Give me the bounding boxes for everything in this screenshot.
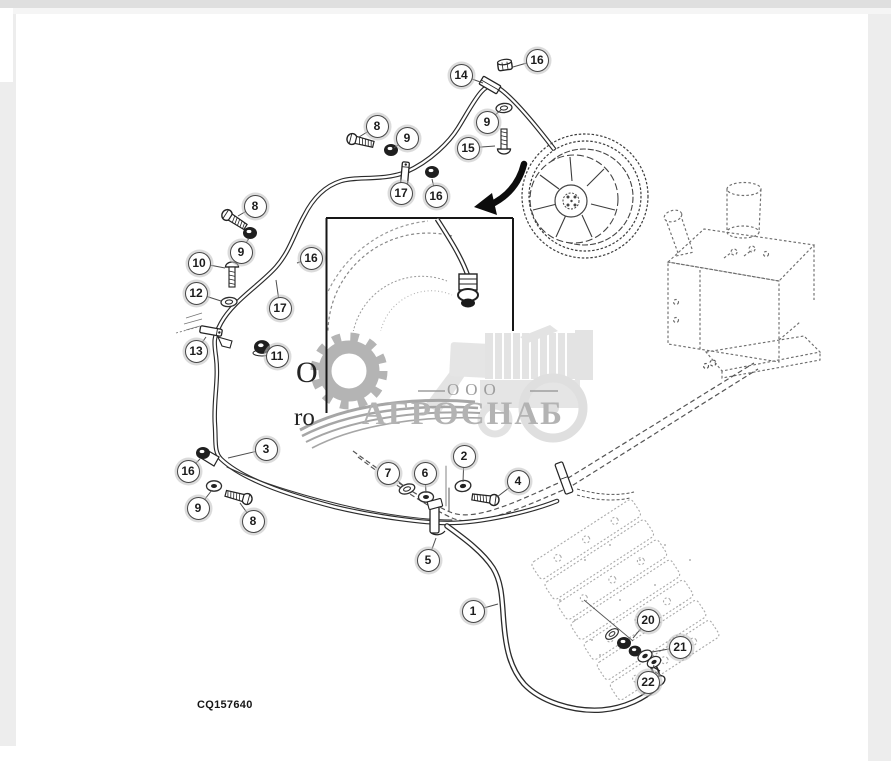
callout-17: 17 xyxy=(389,181,413,205)
gear-icon xyxy=(310,332,388,410)
callout-9: 9 xyxy=(229,240,253,264)
callout-2: 2 xyxy=(452,444,476,468)
fasteners-and-clamps xyxy=(196,57,666,687)
left-margin-notch xyxy=(0,8,13,82)
callout-16: 16 xyxy=(525,48,549,72)
callout-9: 9 xyxy=(475,110,499,134)
callout-8: 8 xyxy=(243,194,267,218)
callout-1: 1 xyxy=(461,599,485,623)
callout-13: 13 xyxy=(184,339,208,363)
callout-16: 16 xyxy=(176,459,200,483)
callout-20: 20 xyxy=(636,608,660,632)
callout-6: 6 xyxy=(413,461,437,485)
drawing-number: CQ157640 xyxy=(197,699,253,711)
callout-11: 11 xyxy=(265,344,289,368)
detail-arrow xyxy=(474,160,528,215)
suction-clamp xyxy=(554,461,574,495)
callout-12: 12 xyxy=(184,281,208,305)
callout-9: 9 xyxy=(395,126,419,150)
callout-9: 9 xyxy=(186,496,210,520)
cropped-text-fragment-1: O xyxy=(296,356,318,389)
callout-3: 3 xyxy=(254,437,278,461)
detail-inset-box xyxy=(326,217,514,341)
frame-cut-hatching xyxy=(175,312,203,334)
top-border-band xyxy=(0,0,891,8)
fan-pulley xyxy=(521,133,649,259)
callout-16: 16 xyxy=(299,246,323,270)
callout-8: 8 xyxy=(241,509,265,533)
callout-8: 8 xyxy=(365,114,389,138)
callout-15: 15 xyxy=(456,136,480,160)
top-highlight-band xyxy=(0,8,891,14)
callout-21: 21 xyxy=(668,635,692,659)
callout-22: 22 xyxy=(636,670,660,694)
watermark-ooo-text: ООО xyxy=(447,380,502,399)
leaf-spring-icon xyxy=(299,398,483,449)
watermark-company-text: АГРОСНАБ xyxy=(361,396,564,432)
cropped-text-fragment-2: ro xyxy=(294,404,315,431)
hose-clamp-5 xyxy=(426,497,446,536)
callout-7: 7 xyxy=(376,461,400,485)
hydraulic-tank xyxy=(663,181,822,379)
callout-17: 17 xyxy=(268,296,292,320)
callout-14: 14 xyxy=(449,63,473,87)
callout-10: 10 xyxy=(187,251,211,275)
callout-5: 5 xyxy=(416,548,440,572)
bottom-left-notch xyxy=(0,746,16,761)
callout-4: 4 xyxy=(506,469,530,493)
callout-16: 16 xyxy=(424,184,448,208)
